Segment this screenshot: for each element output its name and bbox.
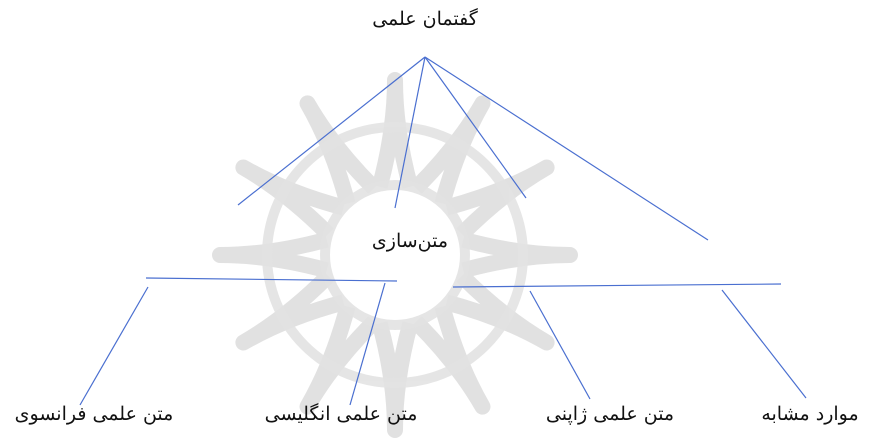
connector-root-right2 xyxy=(425,57,708,240)
connector-leaf-french xyxy=(80,287,148,405)
connector-root-left xyxy=(238,57,425,205)
connector-leaf-similar xyxy=(722,290,806,398)
leaf-japanese-label: متن علمی ژاپنی xyxy=(530,405,690,424)
root-node-label: گفتمان علمی xyxy=(330,10,520,29)
connector-bar-left xyxy=(146,278,397,281)
connector-root-middle xyxy=(395,57,425,208)
leaf-english-label: متن علمی انگلیسی xyxy=(246,405,436,424)
connector-leaf-japanese xyxy=(530,291,590,399)
connector-root-right1 xyxy=(425,57,526,198)
leaf-french-label: متن علمی فرانسوی xyxy=(4,405,184,424)
leaf-similar-label: موارد مشابه xyxy=(750,405,870,424)
connector-leaf-english xyxy=(350,283,385,405)
connector-bar-right xyxy=(453,284,781,287)
middle-node-label: متن‌سازی xyxy=(350,232,470,251)
